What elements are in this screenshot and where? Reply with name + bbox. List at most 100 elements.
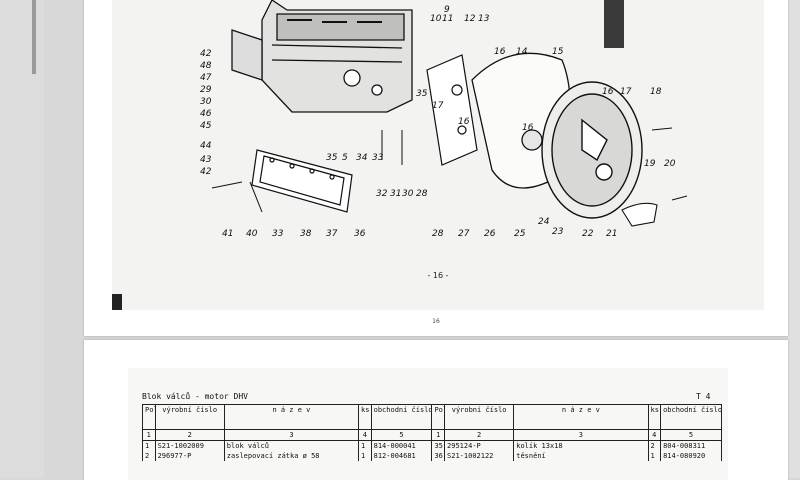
table-title: Blok válců - motor DHV — [142, 392, 248, 401]
col-number: 3 — [223, 429, 360, 441]
svg-text:36: 36 — [354, 229, 366, 239]
svg-text:12: 12 — [464, 14, 476, 24]
svg-text:26: 26 — [484, 229, 496, 239]
svg-text:28: 28 — [416, 189, 428, 199]
cell: 812-004681 — [370, 451, 433, 461]
svg-text:16: 16 — [602, 87, 614, 97]
svg-text:46: 46 — [200, 109, 212, 119]
cell: 1 — [142, 440, 156, 451]
cell: 1 — [358, 451, 372, 461]
svg-text:34: 34 — [356, 153, 368, 163]
svg-text:24: 24 — [538, 217, 550, 227]
table-row: 2 296977-P zaslepovací zátka ø 58 1 812-… — [142, 451, 722, 461]
svg-text:21: 21 — [606, 229, 617, 239]
svg-text:20: 20 — [664, 159, 676, 169]
col-number: 1 — [431, 429, 446, 441]
svg-text:31: 31 — [390, 189, 401, 199]
svg-text:30: 30 — [402, 189, 414, 199]
svg-text:44: 44 — [200, 141, 212, 151]
svg-text:16: 16 — [494, 47, 506, 57]
cell: 2 — [647, 440, 662, 451]
cell: 2 — [142, 451, 156, 461]
col-number: 4 — [358, 429, 372, 441]
svg-text:43: 43 — [200, 155, 212, 165]
svg-text:18: 18 — [650, 87, 662, 97]
svg-text:25: 25 — [514, 229, 526, 239]
col-header: n á z e v — [513, 404, 649, 430]
cell: kolík 13x18 — [513, 440, 649, 451]
svg-text:35: 35 — [416, 89, 428, 99]
cell: 35 — [431, 440, 446, 451]
col-number: 2 — [154, 429, 225, 441]
svg-text:47: 47 — [200, 73, 212, 83]
svg-text:38: 38 — [300, 229, 312, 239]
cell: 814-000041 — [370, 440, 433, 451]
parts-table: Pol. výrobní číslo n á z e v ks obchodní… — [142, 404, 722, 461]
engine-block — [231, 0, 413, 113]
col-number: 2 — [444, 429, 515, 441]
cell: 296977-P — [154, 451, 225, 461]
svg-text:14: 14 — [516, 47, 528, 57]
svg-text:9: 9 — [444, 5, 450, 15]
cell: 1 — [647, 451, 662, 461]
col-header: výrobní číslo — [154, 404, 225, 430]
col-header: Pol. — [431, 404, 446, 430]
svg-text:23: 23 — [552, 227, 564, 237]
col-header: výrobní číslo — [444, 404, 515, 430]
left-scrollbar[interactable] — [32, 0, 36, 74]
col-header: ks — [358, 404, 372, 430]
svg-text:30: 30 — [200, 97, 212, 107]
svg-text:15: 15 — [552, 47, 564, 57]
cell: blok válců — [223, 440, 360, 451]
svg-text:45: 45 — [200, 121, 212, 131]
svg-text:17: 17 — [620, 87, 632, 97]
svg-text:22: 22 — [582, 229, 594, 239]
left-panel — [0, 0, 44, 478]
cell: zaslepovací zátka ø 58 — [223, 451, 360, 461]
col-header: n á z e v — [223, 404, 360, 430]
col-header: obchodní číslo — [370, 404, 433, 430]
col-number: 5 — [370, 429, 433, 441]
svg-text:42: 42 — [200, 49, 212, 59]
front-cover-plate — [426, 54, 478, 166]
oil-pan-gasket — [251, 149, 353, 213]
bolts — [211, 127, 688, 213]
cell: 814-080920 — [660, 451, 722, 461]
col-number: 4 — [647, 429, 662, 441]
svg-text:33: 33 — [272, 229, 284, 239]
svg-text:35: 35 — [326, 153, 338, 163]
document-page-17: Blok válců - motor DHV T 4 Pol. výrobní … — [84, 340, 788, 480]
svg-text:48: 48 — [200, 61, 212, 71]
svg-text:10: 10 — [430, 14, 442, 24]
table-row: 1 S21-1002009 blok válců 1 814-000041 35… — [142, 440, 722, 451]
col-number: 3 — [513, 429, 649, 441]
svg-text:16: 16 — [522, 123, 534, 133]
svg-text:37: 37 — [326, 229, 338, 239]
svg-text:33: 33 — [372, 153, 384, 163]
cell: těsnění — [513, 451, 649, 461]
scanned-diagram: 9 10 11 12 13 42 48 47 29 30 46 45 44 43… — [112, 0, 764, 310]
page-number: 16 — [432, 318, 440, 325]
col-header: ks — [647, 404, 662, 430]
svg-text:42: 42 — [200, 167, 212, 177]
svg-text:41: 41 — [222, 229, 233, 239]
diagram-caption: - 16 - — [427, 271, 448, 280]
right-scrollbar[interactable] — [788, 0, 800, 478]
bracket — [621, 202, 658, 227]
cell: 36 — [431, 451, 446, 461]
seal-part — [604, 0, 624, 48]
svg-text:5: 5 — [342, 153, 348, 163]
col-header: Pol. — [142, 404, 156, 430]
column-number-row: 1 2 3 4 5 1 2 3 4 5 — [142, 429, 722, 441]
svg-text:28: 28 — [432, 229, 444, 239]
svg-text:40: 40 — [246, 229, 258, 239]
svg-text:13: 13 — [478, 14, 490, 24]
table-header-row: Pol. výrobní číslo n á z e v ks obchodní… — [142, 404, 722, 430]
svg-text:16: 16 — [458, 117, 470, 127]
svg-text:17: 17 — [432, 101, 444, 111]
svg-text:11: 11 — [442, 14, 453, 24]
col-number: 1 — [142, 429, 156, 441]
table-code: T 4 — [696, 392, 711, 401]
cell: 804-008311 — [660, 440, 722, 451]
col-header: obchodní číslo — [660, 404, 722, 430]
